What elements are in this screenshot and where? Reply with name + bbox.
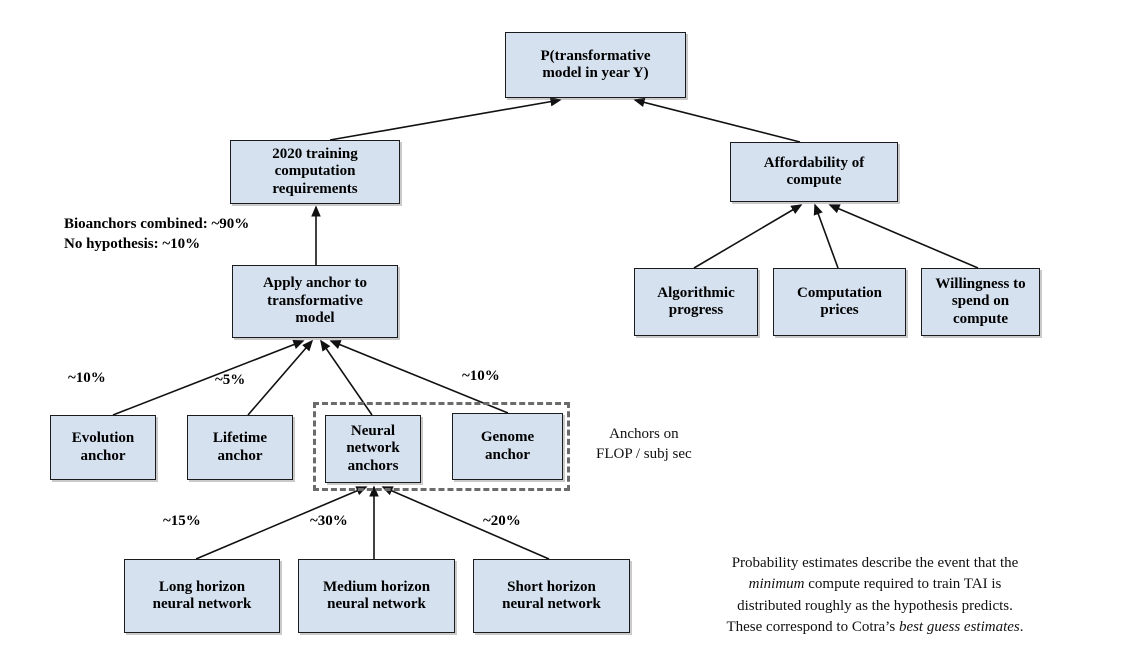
caption-line-2: minimum compute required to train TAI is	[748, 576, 1002, 593]
caption-line-4: These correspond to Cotra’s best guess e…	[726, 618, 1024, 635]
edge-algo-to-afford	[693, 204, 803, 269]
caption-line-1: Probability estimates describe the event…	[731, 555, 1019, 571]
edge-label-sh_pct: ~20%	[483, 513, 521, 529]
edge-label-lt_pct: ~5%	[215, 372, 246, 388]
bioanchors-combined-line: Bioanchors combined: ~90%	[64, 216, 250, 232]
edge-short_h-to-nn_anchors	[381, 486, 550, 560]
caption-text: Probability estimates describe the event…	[665, 553, 1085, 638]
edge-prices-to-afford	[813, 203, 839, 269]
bioanchors-note: Bioanchors combined: ~90% No hypothesis: …	[64, 215, 249, 254]
anchors-note-line2: FLOP / subj sec	[596, 446, 692, 463]
edge-label-ev_pct: ~10%	[68, 370, 106, 386]
edge-label-lh_pct: ~15%	[163, 513, 201, 529]
edge-label-gn_pct: ~10%	[462, 368, 500, 384]
edge-lifetime-to-apply	[247, 339, 314, 416]
edge-label-mh_pct: ~30%	[310, 513, 348, 529]
edge-training-to-root	[329, 96, 562, 141]
anchors-note-line1: Anchors on	[609, 426, 679, 442]
edge-afford-to-root	[633, 97, 801, 143]
anchors-on-flop-note: Anchors on FLOP / subj sec	[596, 424, 692, 465]
edge-willing-to-afford	[828, 204, 979, 269]
edge-evolution-to-apply	[112, 340, 305, 416]
no-hypothesis-line: No hypothesis: ~10%	[64, 235, 201, 252]
caption-line-3: distributed roughly as the hypothesis pr…	[737, 597, 1013, 614]
